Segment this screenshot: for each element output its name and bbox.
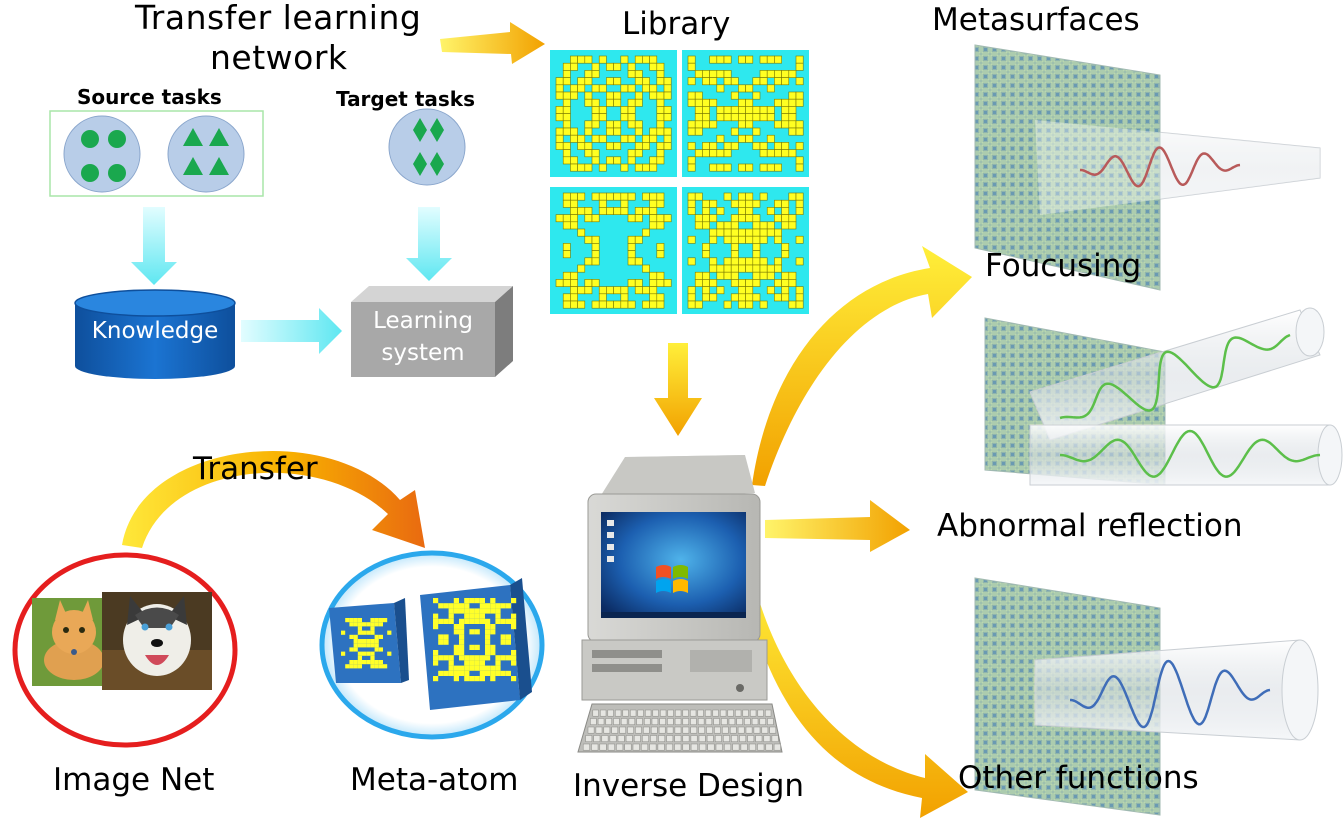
focusing-wave <box>1080 146 1241 188</box>
arrow-knowledge-to-learning <box>241 308 342 354</box>
other-functions-label: Other functions <box>958 760 1199 796</box>
source-task-triangles <box>167 115 245 193</box>
desktop-computer-icon <box>581 455 768 701</box>
reflection-wave-2 <box>1059 429 1321 478</box>
inverse-design-label: Inverse Design <box>573 768 805 804</box>
arrow-source-to-knowledge <box>131 207 177 285</box>
source-tasks-label: Source tasks <box>77 85 222 109</box>
husky-photo <box>102 592 212 690</box>
windows-logo-icon <box>656 565 688 593</box>
meta-atom-label: Meta-atom <box>350 762 519 798</box>
title-line-2: network <box>210 38 348 77</box>
abnormal-reflection-label: Abnormal reflection <box>937 508 1243 544</box>
metasurface-reflection <box>984 307 1343 486</box>
target-task-diamonds <box>388 108 466 186</box>
other-wave <box>1070 659 1271 729</box>
meta-atom-small <box>329 598 409 683</box>
arrow-to-abnormal-reflection <box>765 500 910 552</box>
knowledge-label: Knowledge <box>91 318 219 344</box>
knowledge-database <box>74 289 236 379</box>
reflection-wave-1 <box>1059 333 1291 420</box>
meta-atom-large <box>420 578 532 710</box>
arrow-to-other-functions <box>742 575 968 818</box>
library-panels <box>550 50 809 314</box>
title-line-1: Transfer learning <box>135 0 422 37</box>
target-tasks-label: Target tasks <box>336 87 475 111</box>
metasurface-other <box>974 577 1319 816</box>
focusing-label: Foucusing <box>985 248 1142 284</box>
metasurfaces-title: Metasurfaces <box>932 2 1140 38</box>
target-tasks-group <box>388 108 466 186</box>
learning-system-line-2: system <box>381 340 465 366</box>
keyboard-icon <box>577 703 783 753</box>
library-panel-1 <box>550 50 677 177</box>
source-tasks-frame <box>49 110 264 197</box>
transfer-label: Transfer <box>193 451 318 487</box>
arrow-target-to-learning <box>406 207 452 281</box>
transfer-arc-arrow <box>122 450 425 548</box>
reflected-beam-2 <box>1029 424 1331 486</box>
arrow-network-to-library <box>440 22 545 64</box>
learning-system-box <box>351 286 513 377</box>
metasurface-focusing <box>974 44 1321 291</box>
arrow-to-focusing <box>752 246 972 486</box>
image-net-label: Image Net <box>53 762 215 798</box>
source-tasks-group <box>49 110 264 197</box>
learning-system-line-1: Learning <box>373 308 473 334</box>
source-task-circles <box>63 115 141 193</box>
arrow-library-to-design <box>654 343 702 436</box>
screen <box>601 512 746 618</box>
library-label: Library <box>622 6 731 42</box>
